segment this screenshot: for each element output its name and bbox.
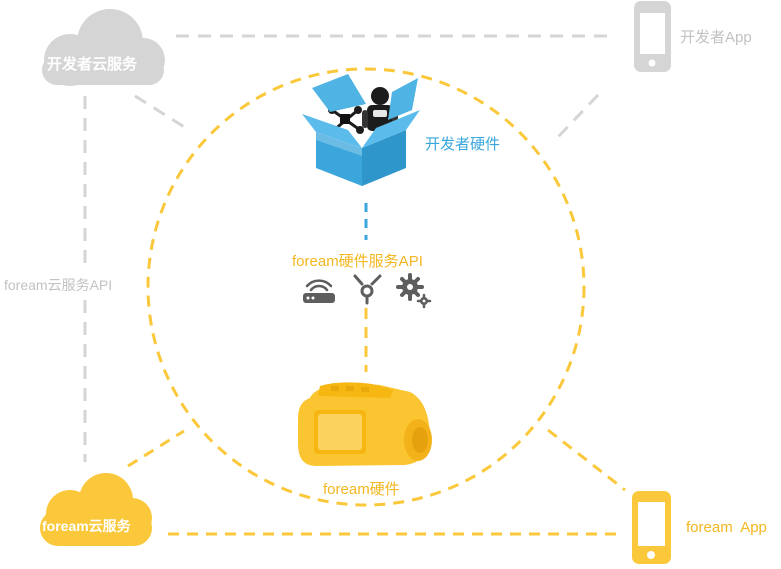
dev-cloud-label: 开发者云服务 [47,56,138,73]
hw-service-api-label: foream硬件服务API [292,253,423,270]
phone-icon [634,1,671,72]
foream-cloud-to-circle-line [127,429,185,468]
dev-app-label: 开发者App [680,29,752,46]
cloud-icon [40,473,152,546]
firewire-usb-icon [353,274,382,305]
phone-icon [632,491,671,564]
action-camera-icon [298,382,432,466]
gears-icon [396,273,432,309]
yellow-connectors [127,67,626,536]
wifi-router-icon [303,279,335,303]
open-box-with-robot-and-drone-icon [302,74,420,186]
foream-hardware-label: foream硬件 [323,481,400,498]
dev-app-to-circle-line [556,93,600,139]
cloud-api-label: foream云服务API [4,277,113,293]
cloud-icon [42,9,165,86]
grey-connectors [83,34,612,462]
dev-cloud-to-circle-line [134,94,187,130]
foream-app-to-circle-line [547,428,626,492]
hardware-circle [146,67,586,507]
dev-hardware-label: 开发者硬件 [425,136,501,153]
foream-cloud-label: foream云服务 [42,518,131,534]
foream-app-label: foream App [686,519,767,536]
